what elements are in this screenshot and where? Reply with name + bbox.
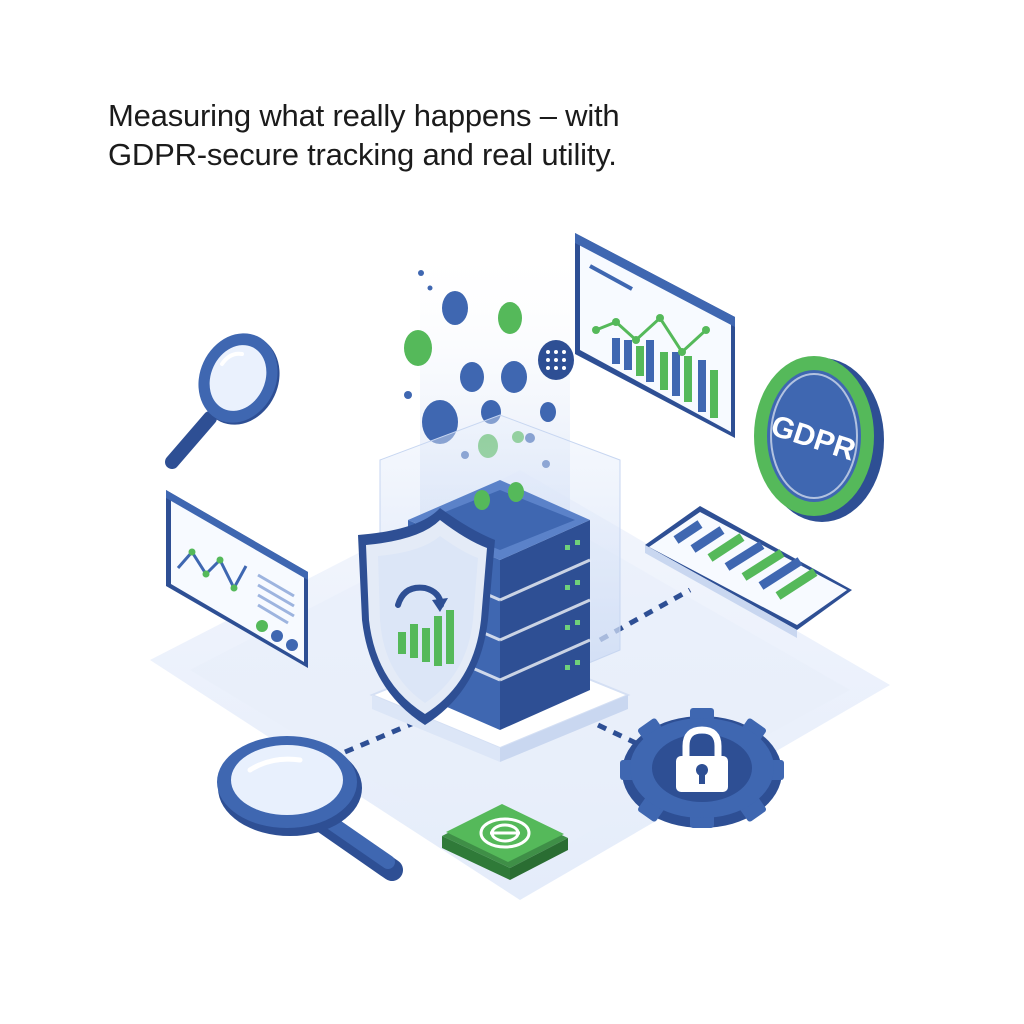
grid-dot-icon [538, 340, 574, 380]
headline: Measuring what really happens – with GDP… [108, 96, 808, 174]
headline-line-1: Measuring what really happens – with [108, 98, 620, 133]
security-shield-icon [358, 508, 495, 725]
line-chart-panel [575, 233, 735, 438]
magnifier-icon [217, 736, 403, 881]
gdpr-badge-icon: GDPR [754, 356, 884, 522]
lock-gear-icon [620, 708, 784, 828]
magnifier-icon [165, 333, 280, 469]
bar-chart-panel [645, 506, 852, 638]
network-chip-icon [442, 804, 568, 880]
headline-line-2: GDPR-secure tracking and real utility. [108, 137, 617, 172]
analytics-panel [166, 490, 308, 668]
